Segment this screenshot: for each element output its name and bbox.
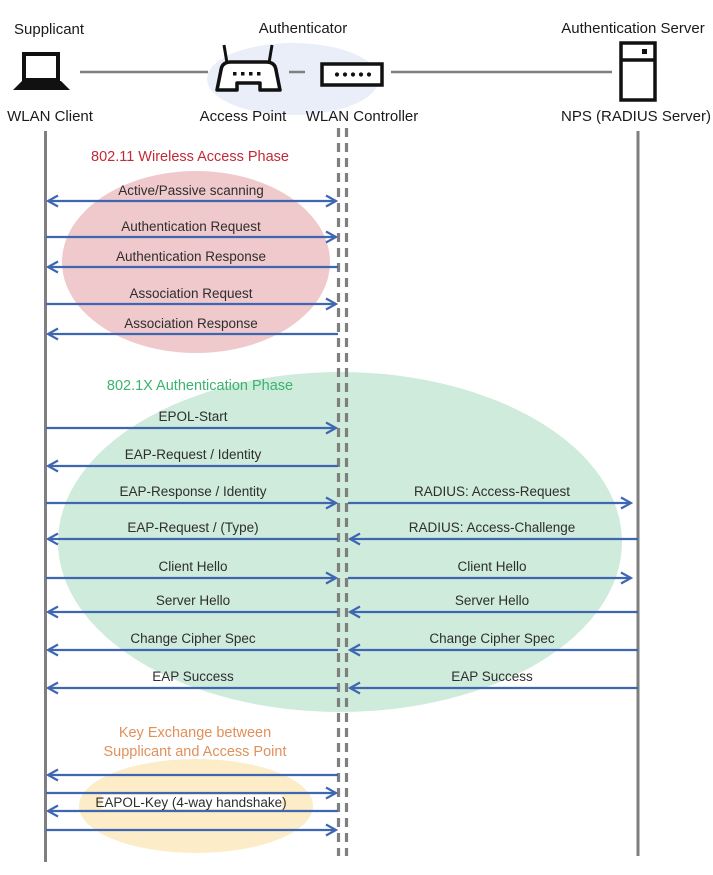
- device-access-point: Access Point: [200, 108, 288, 125]
- message-label: Association Request: [129, 286, 252, 301]
- message-label: Authentication Request: [121, 219, 261, 234]
- message-label: Authentication Response: [116, 249, 266, 264]
- device-nps-radius-server: NPS (RADIUS Server): [561, 108, 711, 125]
- message-label: EAP-Request / Identity: [125, 447, 262, 462]
- server-body: [619, 41, 657, 102]
- message-label: Change Cipher Spec: [130, 631, 256, 646]
- controller-dot: [366, 72, 372, 77]
- server-led: [642, 49, 647, 54]
- laptop-icon: [13, 52, 70, 90]
- laptop-base: [13, 81, 70, 90]
- controller-dot: [334, 72, 340, 77]
- message-label: EAP-Request / (Type): [127, 520, 258, 535]
- message-label: RADIUS: Access-Request: [414, 484, 570, 499]
- antenna-left: [222, 44, 229, 64]
- message-label: EAP Success: [152, 669, 234, 684]
- message-labels: 802.11 Wireless Access Phase 802.1X Auth…: [91, 149, 575, 810]
- message-arrows: [46, 201, 638, 830]
- message-label: Server Hello: [156, 593, 230, 608]
- role-authentication-server: Authentication Server: [561, 20, 704, 37]
- laptop-screen: [22, 52, 60, 82]
- ap-dot: [249, 72, 253, 76]
- header: Supplicant Authenticator Authentication …: [7, 20, 711, 125]
- message-label: Client Hello: [158, 559, 227, 574]
- role-authenticator: Authenticator: [259, 20, 347, 37]
- ap-dot: [241, 72, 245, 76]
- role-supplicant: Supplicant: [14, 21, 85, 38]
- message-label: RADIUS: Access-Challenge: [409, 520, 576, 535]
- message-label: Server Hello: [455, 593, 529, 608]
- message-label: Client Hello: [457, 559, 526, 574]
- device-wlan-controller: WLAN Controller: [306, 108, 419, 125]
- phase-title-key-exchange-line1: Key Exchange between: [119, 725, 271, 741]
- ap-dot: [257, 72, 261, 76]
- controller-dot: [342, 72, 348, 77]
- ap-dot: [233, 72, 237, 76]
- device-wlan-client: WLAN Client: [7, 108, 94, 125]
- lifelines: [44, 128, 640, 862]
- message-label: Active/Passive scanning: [118, 183, 264, 198]
- phase-title-authentication: 802.1X Authentication Phase: [107, 378, 293, 394]
- phase-title-wireless-access: 802.11 Wireless Access Phase: [91, 149, 289, 165]
- message-label: Association Response: [124, 316, 258, 331]
- access-point-body: [215, 60, 282, 92]
- controller-dot: [350, 72, 356, 77]
- message-label: EAP-Response / Identity: [119, 484, 266, 499]
- phase-title-key-exchange-line2: Supplicant and Access Point: [104, 744, 287, 760]
- message-label: EPOL-Start: [158, 409, 227, 424]
- message-label: EAPOL-Key (4-way handshake): [95, 795, 286, 810]
- wlan-controller-icon: [320, 62, 384, 87]
- key-label-backing: [102, 795, 282, 809]
- message-label: EAP Success: [451, 669, 533, 684]
- access-point-icon: [215, 44, 282, 92]
- controller-dot: [358, 72, 364, 77]
- server-icon: [619, 41, 657, 102]
- wireless-access-phase-ellipse: [62, 171, 330, 353]
- message-label: Change Cipher Spec: [429, 631, 555, 646]
- antenna-right: [267, 44, 274, 64]
